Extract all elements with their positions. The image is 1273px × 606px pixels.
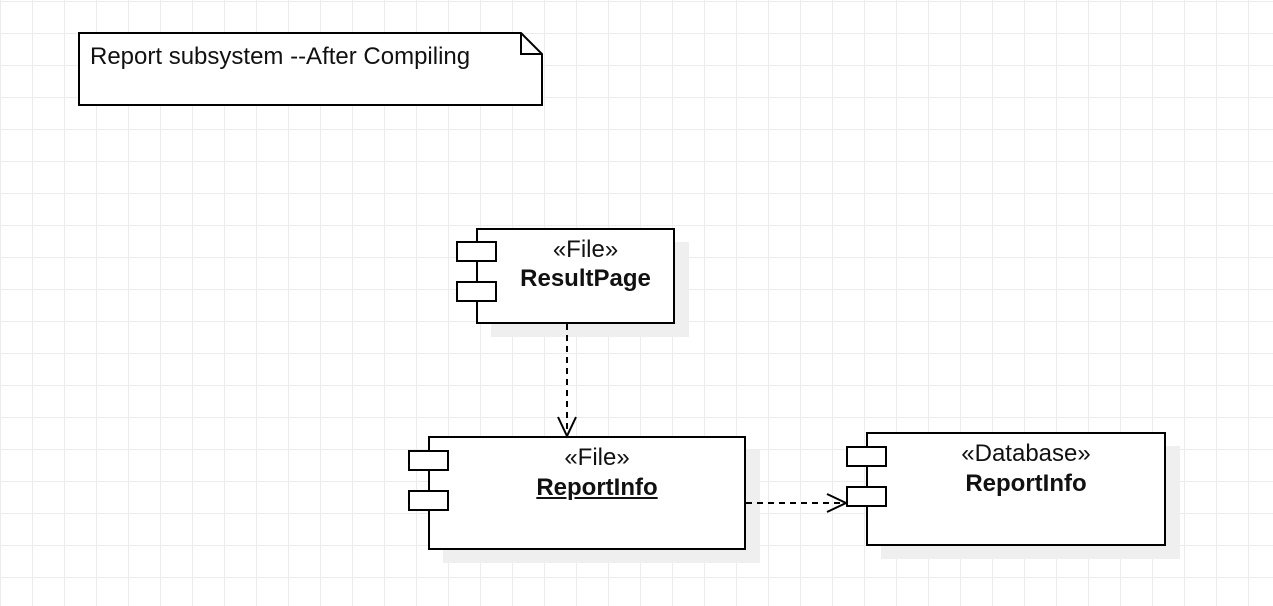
component-stereotype: «Database» xyxy=(961,440,1091,467)
dependency-arrow-file-to-database[interactable] xyxy=(746,493,849,513)
component-name: ResultPage xyxy=(520,265,651,292)
component-port-top xyxy=(846,446,887,467)
component-port-top xyxy=(408,450,449,471)
dependency-arrow-resultpage-to-reportinfo[interactable] xyxy=(557,324,577,439)
component-body xyxy=(428,436,746,550)
component-report-info-file[interactable]: «File» ReportInfo xyxy=(408,436,760,564)
component-body xyxy=(866,432,1166,546)
component-stereotype: «File» xyxy=(564,444,630,471)
component-name: ReportInfo xyxy=(965,470,1087,497)
component-stereotype: «File» xyxy=(552,236,619,263)
component-port-bottom xyxy=(456,281,497,302)
component-result-page[interactable]: «File» ResultPage xyxy=(456,228,689,338)
component-port-top xyxy=(456,241,497,262)
note-text: Report subsystem --After Compiling xyxy=(90,43,471,70)
component-report-info-database[interactable]: «Database» ReportInfo xyxy=(846,432,1180,560)
component-port-bottom xyxy=(408,490,449,511)
component-body xyxy=(476,228,675,324)
note-shape xyxy=(78,32,543,106)
diagram-note[interactable]: Report subsystem --After Compiling xyxy=(78,32,543,106)
component-port-bottom xyxy=(846,486,887,507)
component-name: ReportInfo xyxy=(536,474,658,501)
